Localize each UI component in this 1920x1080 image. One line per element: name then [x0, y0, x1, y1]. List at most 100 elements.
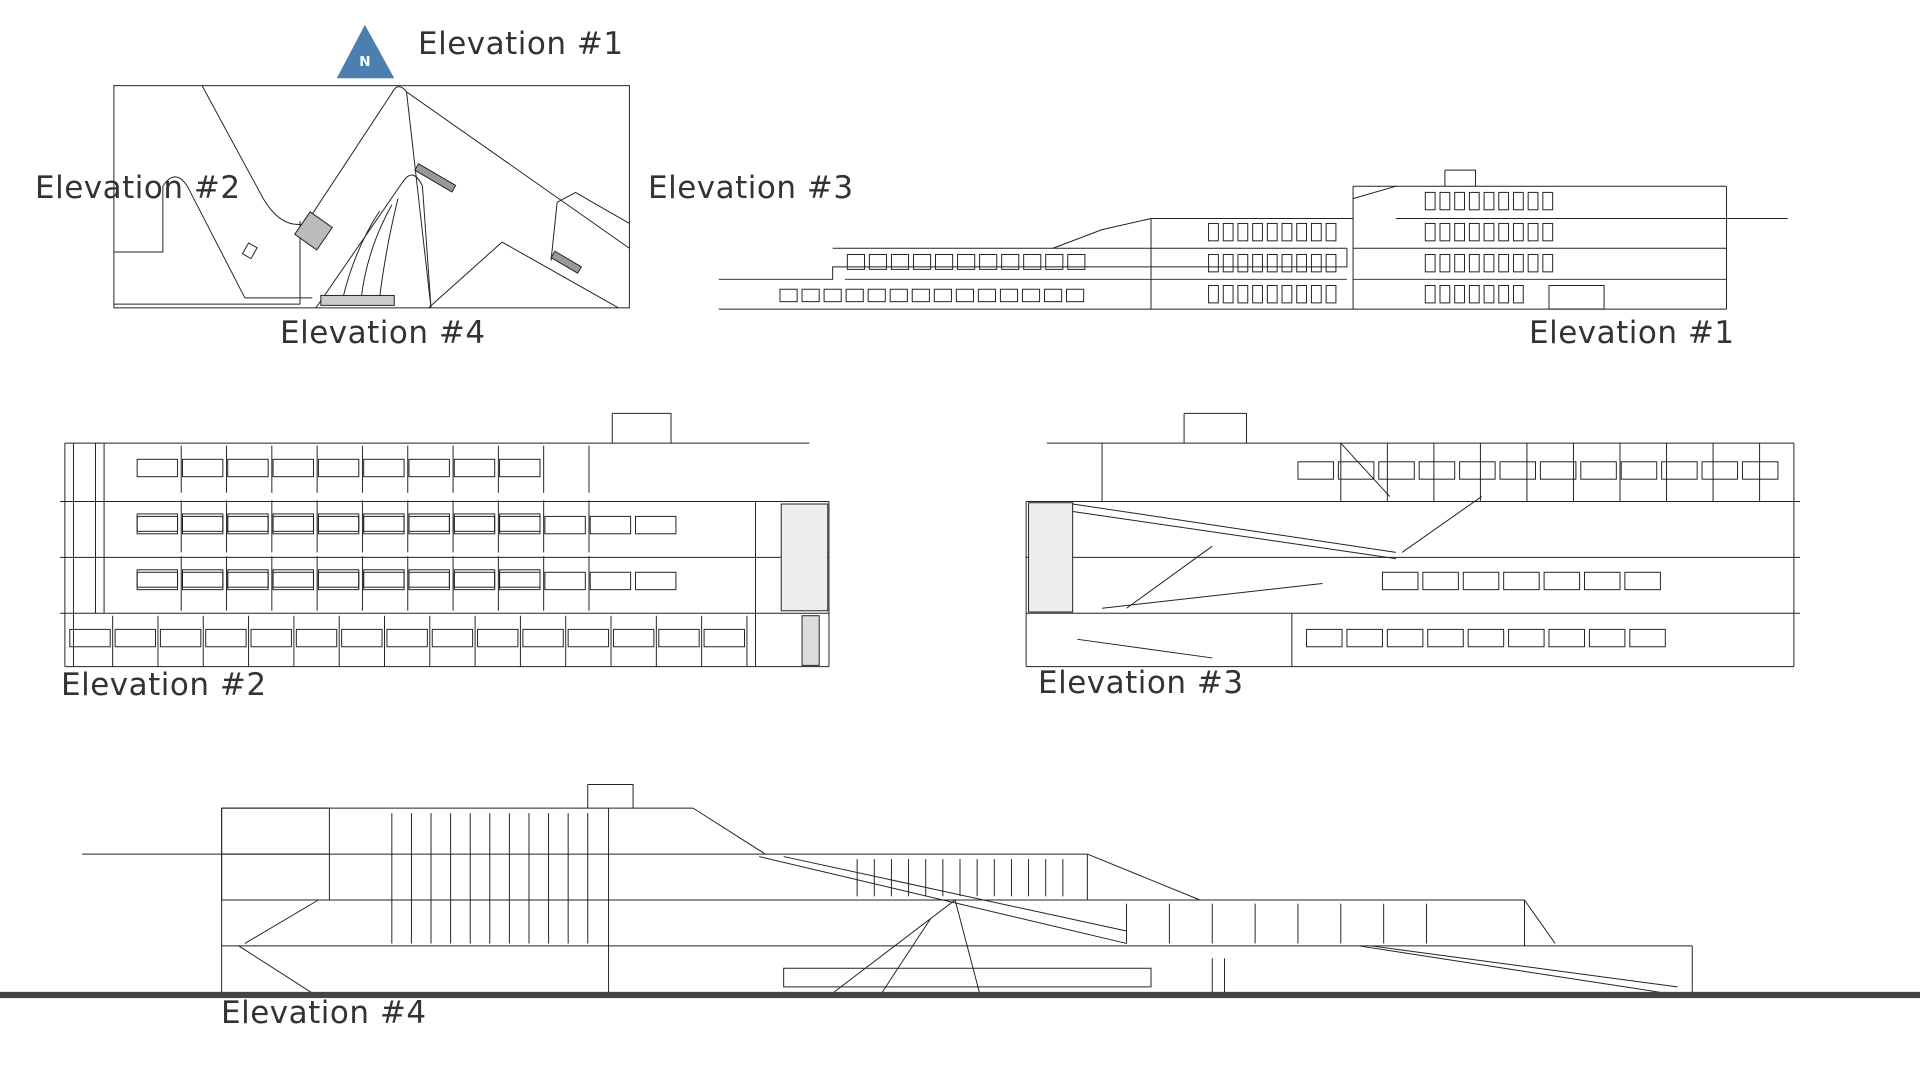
window [1281, 253, 1293, 273]
window [933, 288, 952, 303]
window [1483, 191, 1495, 211]
window [1023, 253, 1042, 270]
window [567, 628, 610, 648]
window [1252, 222, 1263, 242]
window [1454, 222, 1465, 242]
window [1588, 628, 1626, 648]
window [1237, 222, 1249, 242]
window [1462, 571, 1500, 591]
window [1483, 285, 1495, 304]
window [227, 515, 269, 535]
window [1542, 191, 1554, 211]
elevation-2-drawing [60, 412, 830, 668]
north-arrow-letter: N [359, 54, 370, 70]
window [1381, 571, 1419, 591]
window [1584, 571, 1621, 591]
window [1439, 191, 1451, 211]
window [1337, 461, 1375, 480]
window [1468, 222, 1480, 242]
window [1208, 253, 1219, 273]
window [890, 253, 910, 270]
north-arrow-icon: N [336, 24, 395, 79]
window [1325, 222, 1337, 242]
window [1527, 191, 1539, 211]
window [1427, 628, 1464, 648]
window [1439, 222, 1451, 242]
window [1498, 285, 1510, 304]
window [1237, 285, 1249, 304]
window [317, 571, 360, 591]
window [1512, 253, 1524, 273]
window [1378, 461, 1415, 480]
window [1539, 461, 1577, 480]
plan-label-elevation-2: Elevation #2 [35, 170, 241, 206]
window [1548, 628, 1585, 648]
window [935, 253, 954, 270]
window [1067, 253, 1086, 270]
window [1346, 628, 1383, 648]
window [1454, 191, 1465, 211]
window [408, 458, 450, 478]
window [1237, 253, 1249, 273]
window [1310, 222, 1322, 242]
window [136, 571, 179, 591]
window [1580, 461, 1617, 480]
window [1001, 253, 1020, 270]
window [779, 288, 798, 303]
window [1439, 253, 1451, 273]
window [846, 253, 865, 270]
window [1424, 191, 1436, 211]
window [1296, 285, 1308, 304]
window [386, 628, 428, 648]
window [1208, 285, 1219, 304]
plan-label-elevation-4: Elevation #4 [280, 315, 486, 351]
window [136, 458, 179, 478]
window [1252, 285, 1263, 304]
window [889, 288, 908, 303]
window [979, 253, 998, 270]
site-plan [113, 85, 630, 309]
window [867, 288, 886, 303]
window [1422, 571, 1459, 591]
window [544, 571, 586, 591]
window [453, 458, 496, 478]
window [1624, 571, 1661, 591]
window [499, 515, 541, 535]
window [1424, 253, 1436, 273]
window [499, 458, 541, 478]
elevation-2-title: Elevation #2 [61, 667, 267, 703]
window [1386, 628, 1424, 648]
window [1021, 288, 1041, 303]
window [477, 628, 519, 648]
window [1045, 253, 1064, 270]
window [1468, 191, 1480, 211]
window [1483, 253, 1495, 273]
window [1483, 222, 1495, 242]
plan-label-elevation-3: Elevation #3 [648, 170, 854, 206]
window [1281, 285, 1293, 304]
window [1310, 285, 1322, 304]
window [977, 288, 996, 303]
window [1508, 628, 1545, 648]
elevation-3-drawing [1025, 412, 1800, 668]
window [1439, 285, 1451, 304]
window [227, 571, 269, 591]
window [181, 571, 224, 591]
window [1252, 253, 1263, 273]
window [1542, 253, 1554, 273]
window [1222, 285, 1234, 304]
window [1310, 253, 1322, 273]
window [703, 628, 745, 648]
window [1297, 461, 1334, 480]
elevation-3-title: Elevation #3 [1038, 665, 1244, 701]
window [1543, 571, 1581, 591]
window [1620, 461, 1658, 480]
window [589, 515, 632, 535]
window [1325, 285, 1337, 304]
window [1741, 461, 1779, 480]
window [250, 628, 292, 648]
window [868, 253, 888, 270]
window [1222, 253, 1234, 273]
window [1527, 222, 1539, 242]
